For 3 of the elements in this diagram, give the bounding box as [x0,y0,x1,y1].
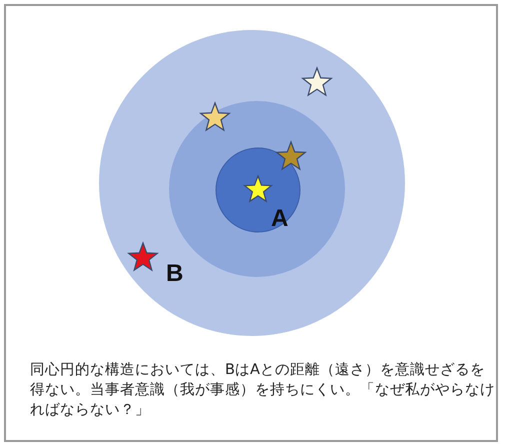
point-label: B [166,262,184,286]
caption: 同心円的な構造においては、BはAとの距離（遠さ）を意識せざるを得ない。当事者意識（我が事感）を持ちにくい。「なぜ私がやらなければならない？」 [30,360,495,420]
point-label: A [271,207,288,231]
